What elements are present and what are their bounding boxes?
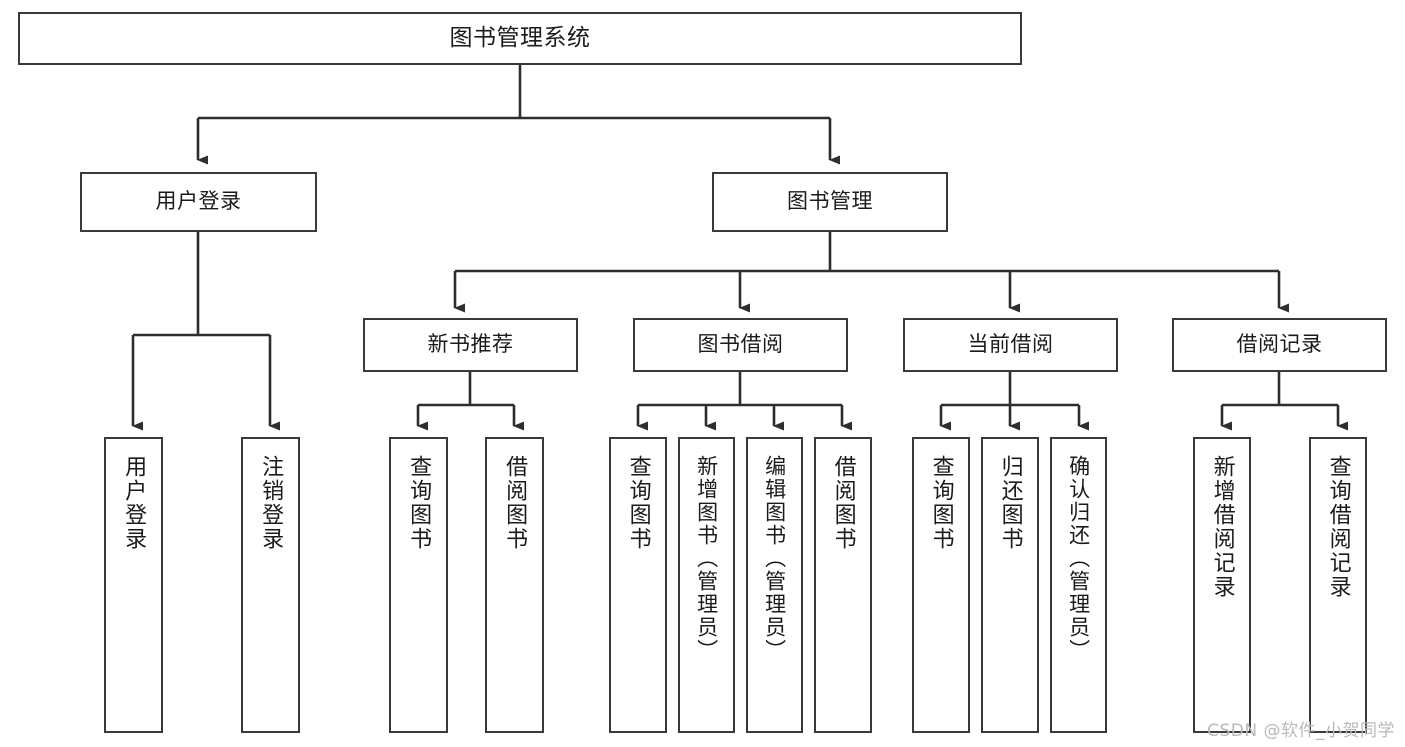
- node-label: 图书管理: [787, 189, 873, 214]
- node-label: 新增借阅记录: [1209, 455, 1235, 599]
- leaf-user-login-login[interactable]: 用户登录: [104, 437, 163, 733]
- leaf-book-borrow-query[interactable]: 查询图书: [609, 437, 667, 733]
- node-label: 借阅图书: [502, 455, 528, 551]
- node-label: 注销登录: [258, 455, 284, 551]
- node-label: 图书管理系统: [449, 24, 591, 51]
- node-label: 查询图书: [406, 455, 432, 551]
- leaf-book-borrow-edit[interactable]: 编辑图书（管理员）: [746, 437, 803, 733]
- node-book-management[interactable]: 图书管理: [712, 172, 948, 232]
- node-label: 确认归还（管理员）: [1066, 455, 1091, 662]
- node-label: 查询图书: [625, 455, 651, 551]
- leaf-user-login-logout[interactable]: 注销登录: [241, 437, 300, 733]
- node-label: 用户登录: [155, 189, 242, 214]
- node-label: 图书借阅: [697, 332, 784, 357]
- node-current-borrow[interactable]: 当前借阅: [903, 318, 1118, 372]
- leaf-new-book-query[interactable]: 查询图书: [389, 437, 448, 733]
- csdn-watermark: CSDN @软件_小贺同学: [1207, 721, 1395, 741]
- leaf-borrow-record-query[interactable]: 查询借阅记录: [1309, 437, 1367, 733]
- leaf-borrow-record-add[interactable]: 新增借阅记录: [1193, 437, 1251, 733]
- node-book-borrow[interactable]: 图书借阅: [633, 318, 848, 372]
- leaf-current-borrow-query[interactable]: 查询图书: [912, 437, 970, 733]
- leaf-book-borrow-add[interactable]: 新增图书（管理员）: [678, 437, 735, 733]
- node-label: 新增图书（管理员）: [694, 455, 719, 662]
- node-label: 借阅记录: [1236, 332, 1323, 357]
- node-label: 编辑图书（管理员）: [762, 455, 787, 662]
- leaf-current-borrow-confirm-return[interactable]: 确认归还（管理员）: [1050, 437, 1107, 733]
- node-label: 借阅图书: [830, 455, 856, 551]
- node-user-login[interactable]: 用户登录: [80, 172, 317, 232]
- node-label: 用户登录: [121, 455, 147, 551]
- node-root-system[interactable]: 图书管理系统: [18, 12, 1022, 65]
- leaf-new-book-borrow[interactable]: 借阅图书: [485, 437, 544, 733]
- node-label: 当前借阅: [967, 332, 1054, 357]
- node-label: 查询图书: [928, 455, 954, 551]
- leaf-book-borrow-borrow[interactable]: 借阅图书: [814, 437, 872, 733]
- leaf-current-borrow-return[interactable]: 归还图书: [981, 437, 1039, 733]
- node-label: 归还图书: [997, 455, 1023, 551]
- node-label: 查询借阅记录: [1325, 455, 1351, 599]
- node-label: 新书推荐: [427, 332, 514, 357]
- node-new-book-recommend[interactable]: 新书推荐: [363, 318, 578, 372]
- node-borrow-record[interactable]: 借阅记录: [1172, 318, 1387, 372]
